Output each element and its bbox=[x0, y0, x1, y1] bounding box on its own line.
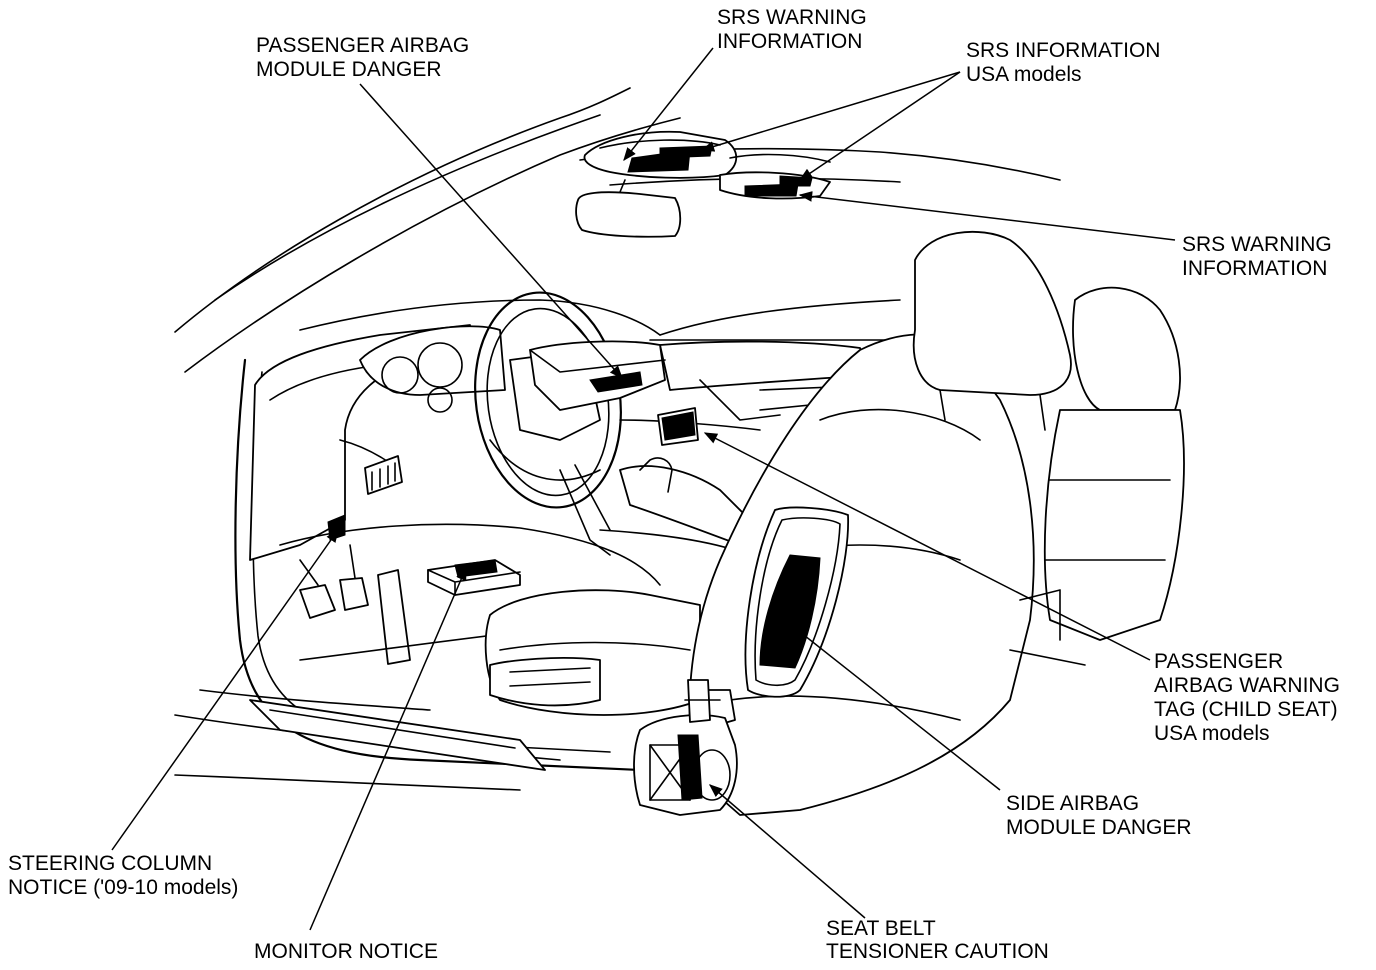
callout-labels: SRS WARNING INFORMATION PASSENGER AIRBAG… bbox=[8, 6, 1346, 963]
label-patch-srs-info-top bbox=[659, 145, 713, 159]
label-monitor-notice: MONITOR NOTICE bbox=[254, 940, 438, 963]
label-srs-warning-top: SRS WARNING INFORMATION bbox=[717, 6, 873, 53]
label-patch-seat-belt bbox=[677, 734, 703, 801]
label-srs-warning-right: SRS WARNING INFORMATION bbox=[1182, 233, 1338, 280]
leader-child-seat-tag bbox=[703, 432, 1151, 661]
leader-srs-warning-right bbox=[798, 191, 1176, 241]
leader-monitor bbox=[309, 566, 467, 931]
leader-srs-warning-top bbox=[623, 47, 714, 162]
leader-steering-column bbox=[111, 528, 339, 851]
leader-seat-belt bbox=[708, 784, 866, 919]
label-side-airbag-module: SIDE AIRBAG MODULE DANGER bbox=[1006, 792, 1192, 839]
leader-side-airbag bbox=[793, 627, 1001, 791]
label-passenger-airbag-module: PASSENGER AIRBAG MODULE DANGER bbox=[256, 34, 475, 81]
leader-srs-info-2 bbox=[798, 71, 961, 181]
label-patch-child-seat-tag bbox=[661, 411, 696, 441]
label-srs-information: SRS INFORMATION USA models bbox=[966, 39, 1166, 86]
leader-lines bbox=[111, 47, 1176, 931]
car-body bbox=[174, 87, 1185, 816]
label-passenger-airbag-tag: PASSENGER AIRBAG WARNING TAG (CHILD SEAT… bbox=[1154, 650, 1346, 745]
label-seat-belt-tensioner: SEAT BELT TENSIONER CAUTION bbox=[826, 917, 1049, 963]
leader-passenger-airbag bbox=[359, 83, 623, 380]
leader-srs-info-1 bbox=[700, 71, 961, 152]
label-steering-column: STEERING COLUMN NOTICE ('09-10 models) bbox=[8, 852, 238, 899]
label-patch-srs-info-right bbox=[779, 175, 813, 187]
label-patch-passenger-airbag bbox=[589, 371, 643, 393]
